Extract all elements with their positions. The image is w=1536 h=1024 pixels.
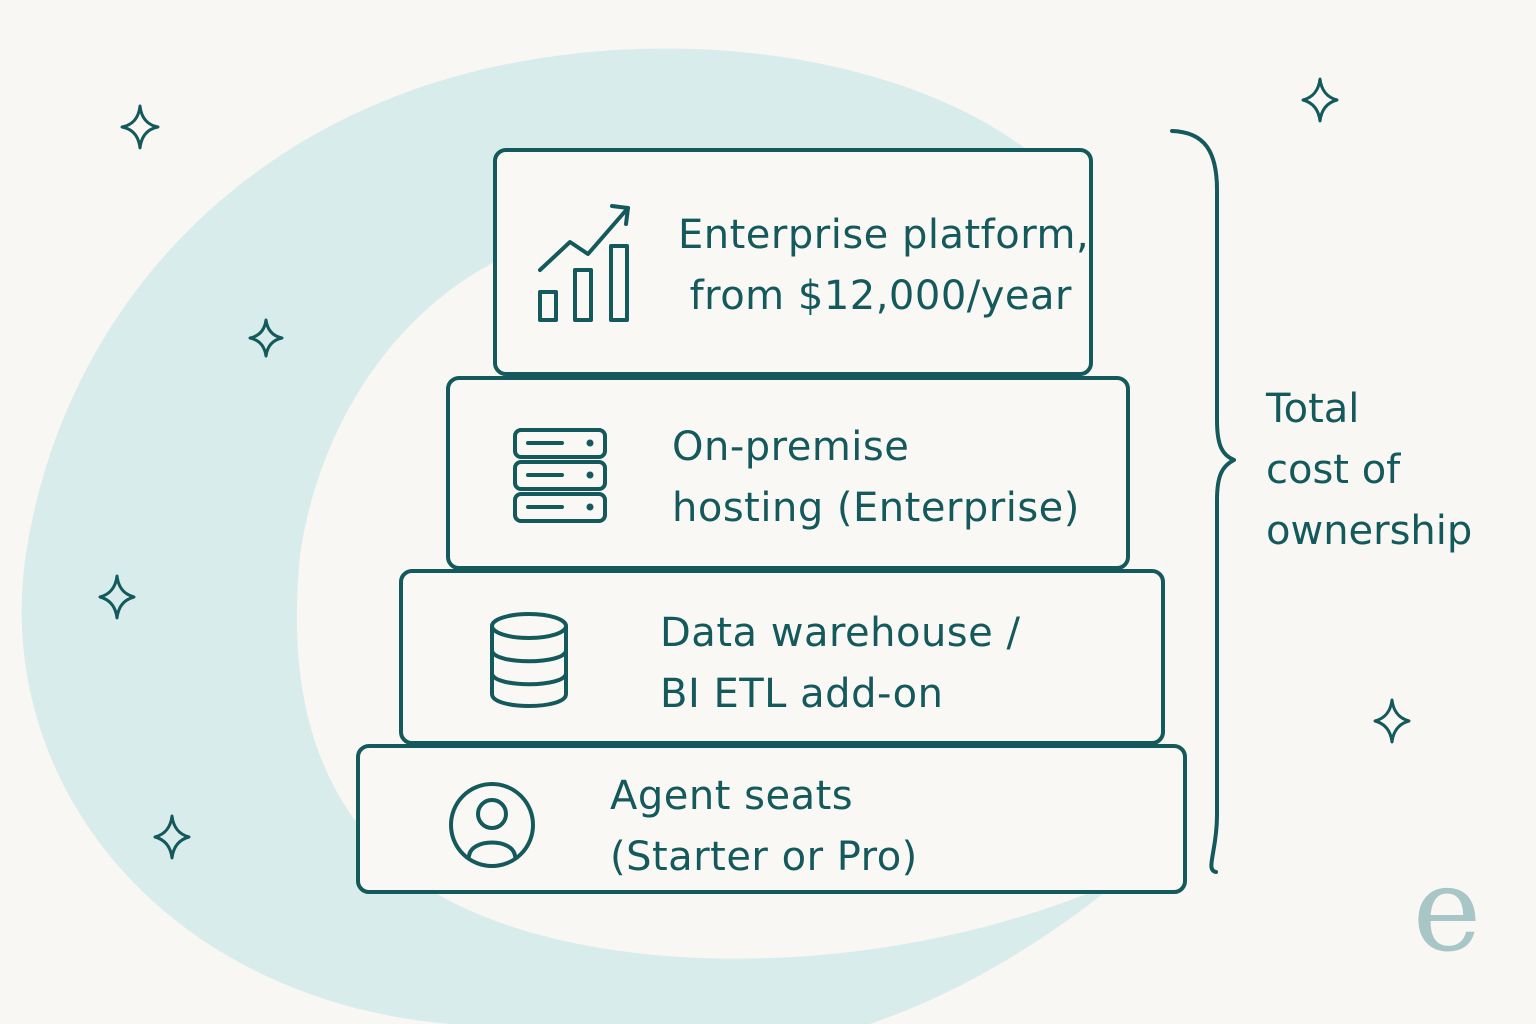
tier-agent-seats bbox=[356, 744, 1187, 894]
growth-chart-icon bbox=[538, 204, 630, 322]
tier-agent-seats-label: Agent seats (Starter or Pro) bbox=[610, 766, 918, 888]
database-icon bbox=[490, 612, 568, 708]
sparkle-icon bbox=[1373, 698, 1411, 744]
tier-on-premise-hosting-label: On-premise hosting (Enterprise) bbox=[672, 417, 1080, 539]
total-cost-line: cost of bbox=[1266, 447, 1401, 493]
sparkle-icon bbox=[153, 814, 191, 860]
total-cost-line: Total bbox=[1266, 386, 1360, 432]
server-icon bbox=[513, 428, 607, 523]
label-line: Enterprise platform, bbox=[678, 212, 1090, 258]
label-line: On-premise bbox=[672, 424, 910, 470]
tier-data-warehouse bbox=[399, 569, 1165, 745]
total-cost-brace bbox=[1170, 129, 1236, 874]
total-cost-label: Total cost of ownership bbox=[1266, 379, 1472, 562]
brand-logo: e bbox=[1412, 843, 1482, 978]
label-line: Agent seats bbox=[610, 773, 854, 819]
sparkle-icon bbox=[120, 104, 160, 150]
total-cost-line: ownership bbox=[1266, 508, 1473, 554]
sparkle-icon bbox=[98, 574, 136, 620]
label-line: hosting (Enterprise) bbox=[672, 485, 1080, 531]
sparkles bbox=[98, 77, 1411, 860]
sparkle-icon bbox=[248, 318, 284, 358]
label-line: BI ETL add-on bbox=[660, 671, 944, 717]
tier-data-warehouse-label: Data warehouse / BI ETL add-on bbox=[660, 603, 1020, 725]
label-line: from $12,000/year bbox=[689, 273, 1072, 319]
tier-enterprise-platform-label: Enterprise platform, from $12,000/year bbox=[678, 205, 1090, 327]
sparkle-icon bbox=[1301, 77, 1339, 123]
tier-enterprise-platform bbox=[493, 148, 1093, 376]
label-line: (Starter or Pro) bbox=[610, 834, 918, 880]
background-swirl bbox=[21, 48, 1121, 1024]
user-icon bbox=[449, 782, 535, 868]
label-line: Data warehouse / bbox=[660, 610, 1021, 656]
